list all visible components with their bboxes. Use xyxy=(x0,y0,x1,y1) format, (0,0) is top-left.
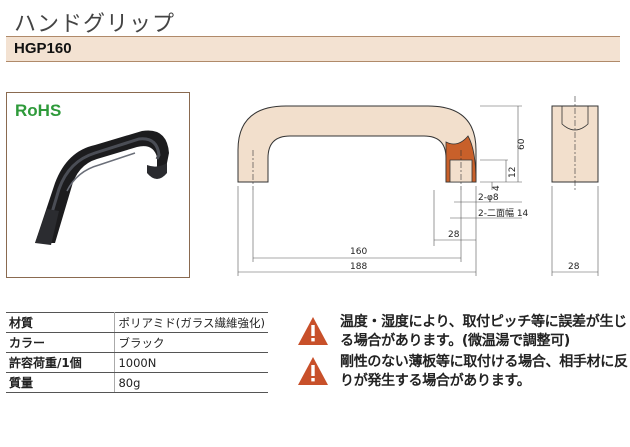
product-photo: RoHS xyxy=(6,92,190,278)
dim-160: 160 xyxy=(350,247,367,257)
spec-label: 材質 xyxy=(6,312,116,333)
spec-row: 質量 80g xyxy=(6,372,268,393)
spec-label: 許容荷重/1個 xyxy=(6,352,116,373)
dimension-drawing: 60 12 4 2-φ8 2-二面幅 14 28 160 188 28 xyxy=(237,96,599,276)
front-view xyxy=(237,105,522,276)
warning-text: 温度・湿度により、取付ピッチ等に誤差が生じる場合があります。(微温湯で調整可) xyxy=(340,314,627,349)
spec-row: 材質 ポリアミド(ガラス繊維強化) xyxy=(6,312,268,333)
spec-value: 1000N xyxy=(114,352,268,373)
warning-icon xyxy=(298,357,328,385)
dim-188: 188 xyxy=(350,262,367,272)
spec-label: カラー xyxy=(6,332,116,353)
dim-28-side: 28 xyxy=(568,262,580,272)
warning-text: 剛性のない薄板等に取付ける場合、相手材に反りが発生する場合があります。 xyxy=(340,354,628,389)
dim-12: 12 xyxy=(508,167,518,178)
spec-value: ポリアミド(ガラス繊維強化) xyxy=(114,312,268,333)
dim-flats: 2-二面幅 14 xyxy=(478,207,529,219)
dim-28-bottom: 28 xyxy=(448,230,460,240)
spec-value: ブラック xyxy=(114,332,268,353)
spec-table: 材質 ポリアミド(ガラス繊維強化) カラー ブラック 許容荷重/1個 1000N… xyxy=(6,312,268,393)
dim-hole: 2-φ8 xyxy=(478,193,499,203)
model-number: HGP160 xyxy=(14,40,72,57)
spec-row: 許容荷重/1個 1000N xyxy=(6,352,268,373)
warning-icon xyxy=(298,317,328,345)
model-bar: HGP160 xyxy=(6,36,620,62)
spec-row: カラー ブラック xyxy=(6,332,268,353)
page-title: ハンドグリップ xyxy=(14,12,176,37)
handle-photo-image xyxy=(35,130,169,245)
spec-label: 質量 xyxy=(6,372,116,393)
dim-4: 4 xyxy=(492,185,502,191)
rohs-logo: RoHS xyxy=(15,101,62,120)
spec-value: 80g xyxy=(114,372,268,393)
side-view xyxy=(551,96,599,276)
dim-height: 60 xyxy=(517,138,527,150)
